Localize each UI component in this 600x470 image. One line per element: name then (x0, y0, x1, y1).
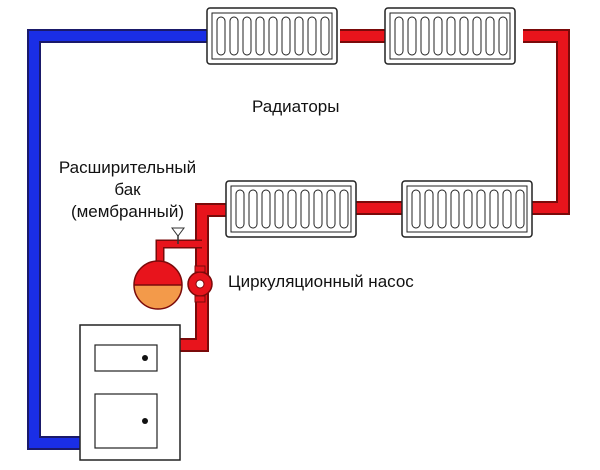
expansion-tank-label: Расширительный бак (мембранный) (30, 157, 225, 223)
radiator-top-right (384, 7, 516, 65)
radiators-label: Радиаторы (252, 97, 340, 116)
expansion-tank-label-line1: Расширительный (58, 158, 197, 177)
expansion-tank (133, 260, 183, 310)
circulation-pump-label: Циркуляционный насос (228, 272, 414, 291)
return-pipe (27, 29, 207, 450)
expansion-tank-label-line3: (мембранный) (70, 202, 185, 221)
radiator-bottom-right (401, 180, 533, 238)
radiator-top-left (206, 7, 338, 65)
boiler (79, 324, 181, 461)
circulation-pump (187, 265, 213, 303)
radiator-bottom-left (225, 180, 357, 238)
expansion-tank-label-line2: бак (114, 180, 141, 199)
air-vent-valve (171, 227, 185, 244)
